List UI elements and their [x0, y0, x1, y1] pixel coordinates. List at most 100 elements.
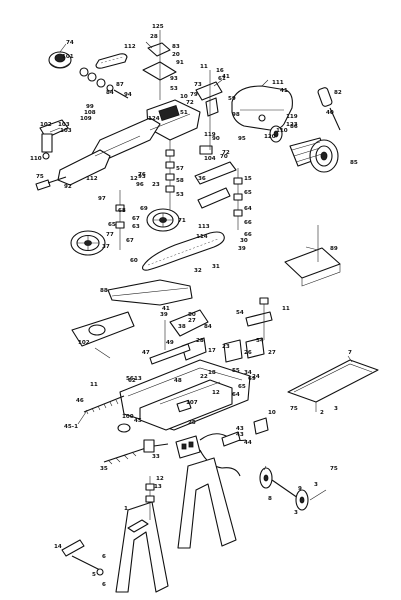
label-76: 76 [138, 172, 146, 178]
label-102b: 102 [40, 122, 52, 128]
label-30: 30 [240, 238, 248, 244]
handle-bracket-part [61, 539, 104, 576]
label-41: 41 [222, 74, 230, 80]
label-10b: 10 [268, 410, 276, 416]
label-9: 9 [298, 486, 302, 492]
label-3c: 3 [314, 482, 318, 488]
label-75c: 75 [330, 466, 338, 472]
label-80: 80 [188, 312, 196, 318]
label-10: 10 [180, 94, 188, 100]
label-89: 89 [330, 246, 338, 252]
drive-belt-part [95, 53, 128, 69]
blade-guide-block-part [39, 119, 69, 160]
label-119b: 119 [204, 132, 216, 138]
label-37: 37 [102, 244, 110, 250]
label-72b: 72 [222, 150, 230, 156]
label-64b: 64 [232, 392, 240, 398]
label-41b: 41 [162, 306, 170, 312]
label-110b: 110 [276, 128, 288, 134]
label-79: 79 [190, 92, 198, 98]
vise-jaw-part [223, 297, 273, 363]
bed-plate-part [71, 311, 135, 359]
label-1: 1 [124, 506, 128, 512]
label-7: 7 [348, 350, 352, 356]
label-98: 98 [232, 112, 240, 118]
label-58: 58 [176, 178, 184, 184]
label-87: 87 [116, 82, 124, 88]
label-25: 25 [188, 420, 196, 426]
label-3a: 3 [294, 510, 298, 516]
label-110: 110 [30, 156, 42, 162]
label-31: 31 [212, 264, 220, 270]
leader-lines [49, 41, 353, 471]
label-17: 17 [208, 348, 216, 354]
capacitor-part [317, 87, 341, 131]
label-24: 24 [252, 374, 260, 380]
left-handle-part [35, 176, 67, 191]
label-61: 61 [218, 76, 226, 82]
label-34: 34 [244, 370, 252, 376]
label-111: 111 [272, 80, 284, 86]
label-49: 49 [166, 340, 174, 346]
label-112: 112 [124, 44, 136, 50]
label-83: 83 [172, 44, 180, 50]
label-60: 60 [130, 258, 138, 264]
label-69: 69 [140, 206, 148, 212]
label-43b: 43 [236, 432, 244, 438]
vise-lead-screw-part [83, 395, 131, 433]
label-99: 99 [86, 104, 94, 110]
label-16: 16 [216, 68, 224, 74]
label-55: 55 [232, 368, 240, 374]
label-103: 103 [58, 122, 70, 128]
label-67: 67 [126, 238, 134, 244]
label-23: 23 [152, 182, 160, 188]
label-39: 39 [160, 312, 168, 318]
label-120: 120 [264, 134, 276, 140]
part-number-labels: 74 101 112 83 28 11 61 84 20 37 16 102 1… [30, 24, 358, 588]
label-97: 97 [98, 196, 106, 202]
motor-cover-part [231, 85, 293, 131]
label-51: 51 [180, 110, 188, 116]
label-11: 11 [200, 64, 208, 70]
label-27: 27 [188, 318, 196, 324]
label-112b: 112 [86, 176, 98, 182]
label-15: 15 [244, 176, 252, 182]
label-20: 20 [172, 52, 180, 58]
label-54: 54 [236, 310, 244, 316]
small-fasteners-top [79, 67, 129, 99]
label-103b: 103 [60, 128, 72, 134]
label-8: 8 [268, 496, 272, 502]
label-114: 114 [196, 234, 208, 240]
label-85: 85 [350, 160, 358, 166]
label-84: 84 [106, 90, 114, 96]
label-13: 13 [134, 376, 142, 382]
blade-wheel-left [70, 230, 106, 256]
label-39b: 39 [238, 246, 246, 252]
label-64: 64 [244, 206, 252, 212]
label-38: 38 [178, 324, 186, 330]
label-66b: 66 [244, 232, 252, 238]
work-stop-tray-part [287, 359, 379, 412]
mounting-plate-part [284, 225, 341, 287]
label-48: 48 [174, 378, 182, 384]
blade-wheel-right [146, 208, 180, 232]
label-45: 45 [134, 418, 142, 424]
gearbox-cover-part [142, 30, 177, 100]
label-45-1: 45-1 [64, 424, 78, 430]
label-92: 92 [64, 184, 72, 190]
label-44: 44 [244, 440, 252, 446]
label-63: 63 [132, 224, 140, 230]
label-109: 109 [80, 116, 92, 122]
label-27b: 27 [268, 350, 276, 356]
label-6a: 6 [102, 554, 106, 560]
shaft-stack-centre [115, 140, 175, 250]
label-82: 82 [334, 90, 342, 96]
label-75b: 75 [290, 406, 298, 412]
label-95: 95 [238, 136, 246, 142]
cord-bracket-part [221, 417, 269, 447]
label-124: 124 [148, 116, 160, 122]
stand-brace-part [127, 476, 155, 533]
label-65b: 65 [244, 190, 252, 196]
saw-blade-band-part [142, 231, 225, 271]
